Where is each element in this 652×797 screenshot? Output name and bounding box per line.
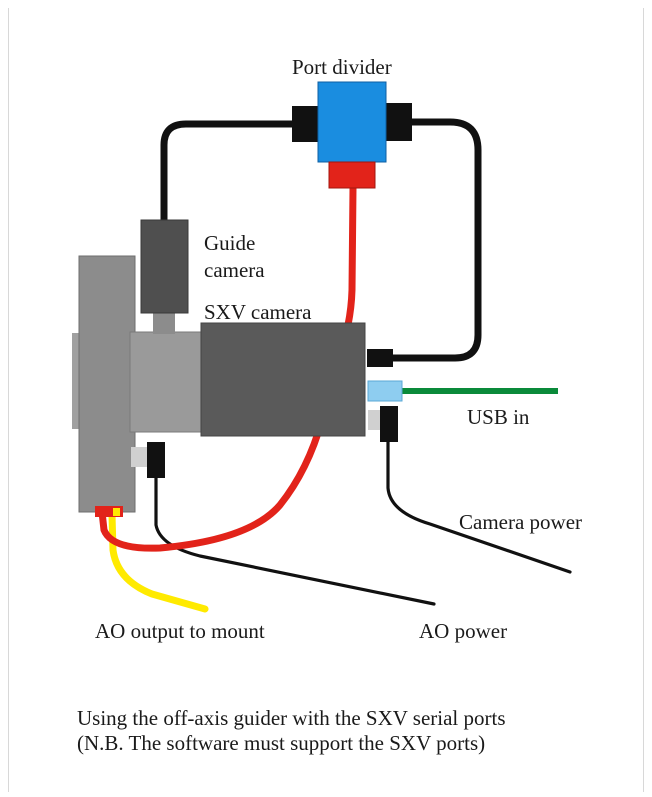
- usb-plug: [367, 380, 403, 402]
- camera-power-plug: [380, 406, 398, 442]
- sxv-camera-body: [200, 322, 366, 437]
- sxv-camera-label: SXV camera: [204, 300, 312, 324]
- camera-power-cable: [386, 438, 572, 574]
- ao-output-connector: [95, 506, 123, 517]
- ao-power-plug-stub: [131, 447, 149, 467]
- ao-power-label: AO power: [419, 619, 508, 643]
- caption-line-2: (N.B. The software must support the SXV …: [77, 731, 486, 755]
- guide-camera-label-line1: Guide: [204, 231, 256, 255]
- guide-camera-body: [140, 219, 189, 314]
- port-divider-red-connector: [328, 161, 376, 189]
- port-divider-body: [317, 81, 387, 163]
- divider-to-camera-cable: [388, 118, 482, 362]
- yellow-cable: [108, 511, 209, 613]
- camera-serial-connector: [367, 349, 393, 367]
- camera-power-label: Camera power: [459, 510, 583, 534]
- ao-power-cable: [154, 472, 436, 606]
- ao-output-connector-pin: [113, 508, 120, 516]
- guide-cable: [160, 120, 306, 226]
- caption-line-1: Using the off-axis guider with the SXV s…: [77, 706, 506, 730]
- ao-output-label: AO output to mount: [95, 619, 265, 643]
- ao-unit: [78, 255, 136, 513]
- guide-camera-label-line2: camera: [204, 258, 265, 282]
- figure-caption: Using the off-axis guider with the SXV s…: [77, 706, 506, 756]
- ao-power-plug: [147, 442, 165, 478]
- oag-body: [129, 331, 203, 433]
- port-divider-label: Port divider: [292, 55, 392, 79]
- adapter-left-rim: [72, 333, 82, 429]
- port-divider-right-connector: [384, 103, 412, 141]
- diagram-frame: [8, 8, 644, 792]
- usb-in-label: USB in: [467, 405, 530, 429]
- guide-camera-mount: [153, 312, 175, 334]
- port-divider-left-connector: [292, 106, 322, 142]
